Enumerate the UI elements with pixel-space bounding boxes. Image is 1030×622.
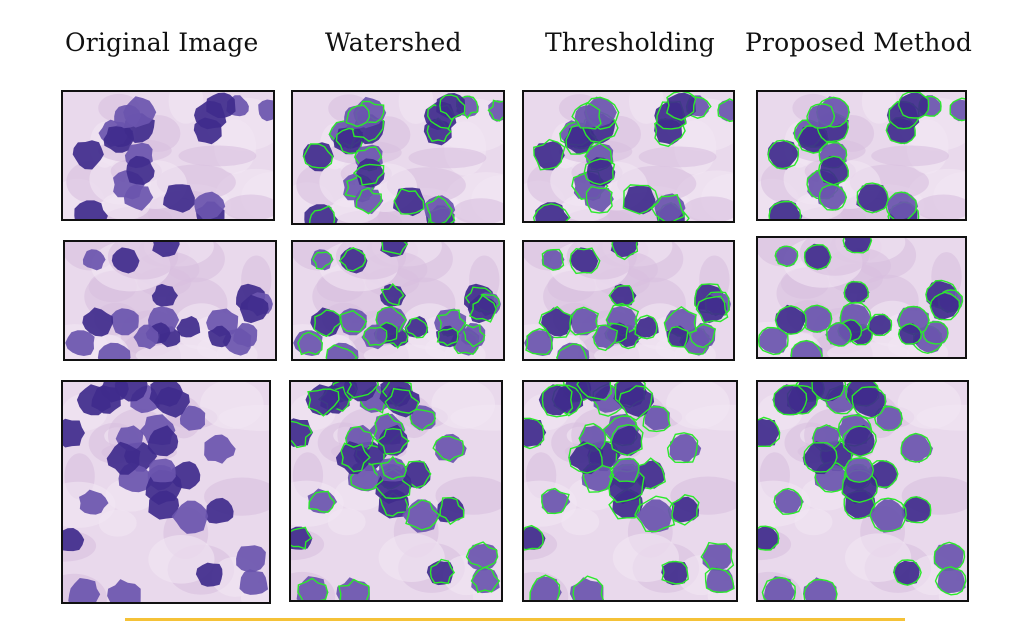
panel-proposed-row1 (756, 90, 967, 221)
panel-thresholding-row2 (522, 240, 735, 361)
col-title-watershed: Watershed (325, 28, 462, 57)
panel-original-row2 (63, 240, 277, 361)
panel-watershed-row1 (291, 90, 505, 225)
panel-thresholding-row3 (522, 380, 738, 602)
panel-thresholding-row1 (522, 90, 735, 223)
panel-proposed-row2 (756, 236, 967, 359)
panel-original-row3 (61, 380, 271, 604)
col-title-proposed: Proposed Method (745, 28, 973, 57)
panel-watershed-row2 (291, 240, 505, 361)
col-title-original: Original Image (65, 28, 259, 57)
panel-original-row1 (61, 90, 275, 221)
panel-proposed-row3 (756, 380, 969, 602)
panel-watershed-row3 (289, 380, 503, 602)
col-title-thresholding: Thresholding (545, 28, 716, 57)
bottom-divider (125, 618, 905, 621)
